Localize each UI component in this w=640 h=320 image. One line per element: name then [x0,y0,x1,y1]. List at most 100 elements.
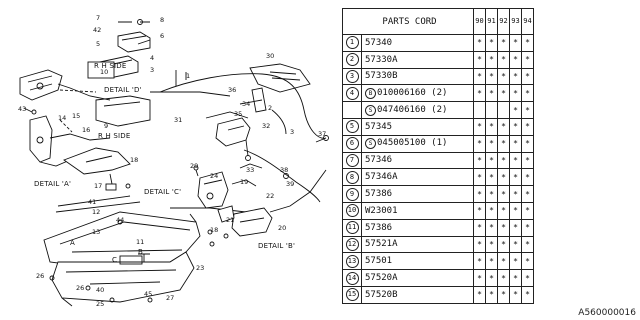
year-mark: * [485,34,498,52]
row-index-circle: 14 [345,271,359,285]
row-index-circle: 13 [345,254,359,268]
year-mark: * [497,252,510,271]
year-mark: * [521,168,534,187]
row-index-circle: 8 [345,170,359,184]
callout-17: 17 [94,182,102,190]
year-header: 93 [509,8,522,35]
callout-36: 36 [228,86,236,94]
year-mark: * [485,269,498,287]
year-mark: * [497,151,510,170]
year-mark: * [509,269,522,287]
callout-32: 32 [262,122,270,130]
row-index-circle: 5 [345,120,359,134]
part-code-cell: 57501 [361,252,474,271]
year-mark: * [521,235,534,254]
detail-c-latch [170,165,247,213]
part-code-cell: 57345 [361,117,474,136]
year-mark: * [497,134,510,153]
callout-15: 15 [72,112,80,120]
year-mark: * [521,34,534,52]
callout-14: 14 [58,114,66,122]
year-mark: * [485,50,498,69]
year-mark: * [521,285,534,304]
part-code-cell: 57521A [361,235,474,254]
year-mark: * [473,67,486,86]
row-index-circle: 4 [345,86,359,100]
year-mark: * [521,252,534,271]
part-code: 57501 [365,256,393,267]
callout-24: 24 [210,172,218,180]
year-mark: * [497,201,510,220]
year-mark: * [521,50,534,69]
year-mark: * [509,235,522,254]
label-letter-b: B [138,248,143,256]
row-index: 5 [342,117,362,136]
year-mark [473,101,486,119]
callout-18b: 18 [210,226,218,234]
year-mark: * [497,285,510,304]
label-letter-a: A [70,239,75,247]
callout-13: 13 [92,228,100,236]
row-index: 8 [342,168,362,187]
row-index: 7 [342,151,362,170]
callout-44: 44 [116,216,124,224]
year-mark: * [521,269,534,287]
year-mark: * [473,185,486,203]
callout-11: 11 [136,238,144,246]
part-code: 57386 [365,222,393,233]
callout-21: 21 [226,216,234,224]
part-code: 57345 [365,121,393,132]
row-index: 13 [342,252,362,271]
part-code: 57330A [365,54,398,65]
part-code-cell: 57386 [361,218,474,237]
callout-25: 25 [96,300,104,308]
year-mark: * [473,50,486,69]
callout-7: 7 [96,14,100,22]
callout-16: 16 [82,126,90,134]
part-code: 57330B [365,71,398,82]
year-mark: * [473,285,486,304]
year-mark: * [521,218,534,237]
row-index-circle: 7 [345,153,359,167]
year-mark: * [473,235,486,254]
callout-37: 37 [318,130,326,138]
row-index: 14 [342,269,362,287]
year-mark: * [509,151,522,170]
release-cable [150,63,327,139]
row-index-circle: 1 [345,36,359,50]
part-code: 57340 [365,37,393,48]
callout-19: 19 [240,178,248,186]
year-mark: * [485,117,498,136]
callout-35: 35 [234,110,242,118]
year-mark: * [509,201,522,220]
part-code-cell: W23001 [361,201,474,220]
year-header: 91 [485,8,498,35]
cable-right [239,135,329,203]
year-mark: * [485,235,498,254]
callout-45: 45 [144,290,152,298]
year-mark: * [497,269,510,287]
label-rh-side-top: R H SIDE [94,62,127,70]
year-mark: * [509,117,522,136]
detail-d-group [59,89,151,127]
row-index-circle: 10 [345,204,359,218]
callout-42: 42 [93,26,101,34]
part-code-cell: 57330B [361,67,474,86]
year-mark: * [473,201,486,220]
callout-2: 2 [268,104,272,112]
table-header-row: PARTS CORD 90 91 92 93 94 [342,8,534,35]
year-mark: * [497,67,510,86]
part-code: W23001 [365,205,398,216]
detail-a-latch [23,107,131,191]
year-mark: * [509,67,522,86]
prefix-circle: S [365,104,376,116]
callout-38: 38 [280,166,288,174]
part-code: 047406160 (2) [377,104,448,115]
